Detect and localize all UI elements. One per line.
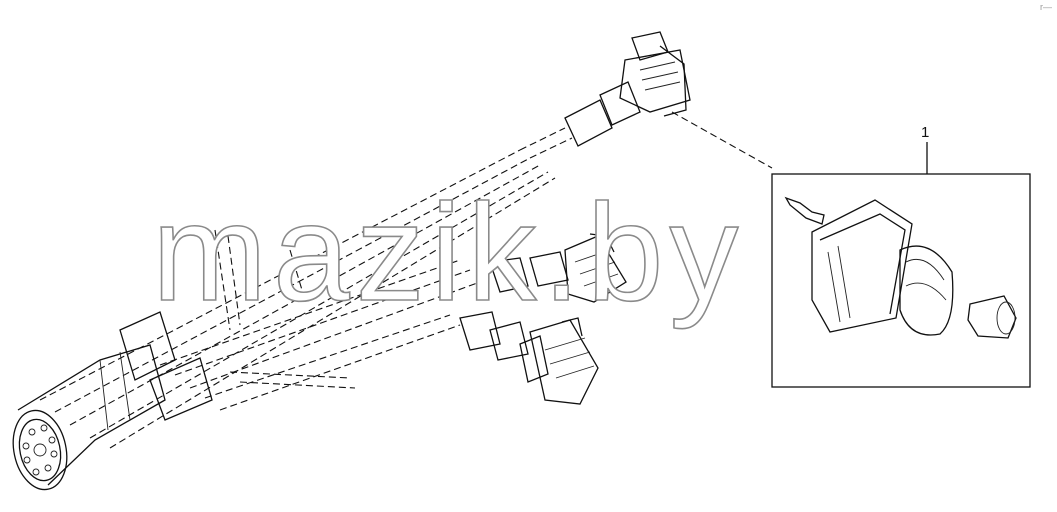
lower-connector xyxy=(459,311,599,405)
watermark-text: mazik.by xyxy=(152,176,744,330)
upper-connector xyxy=(519,31,691,159)
harness-cable-bundle xyxy=(39,149,556,449)
middle-connector xyxy=(489,233,627,303)
detail-box xyxy=(771,173,1031,388)
corner-mark: r— xyxy=(1040,2,1052,12)
round-connector-plug xyxy=(12,344,166,491)
callout-number: 1 xyxy=(921,124,929,141)
leader-line xyxy=(671,111,773,169)
